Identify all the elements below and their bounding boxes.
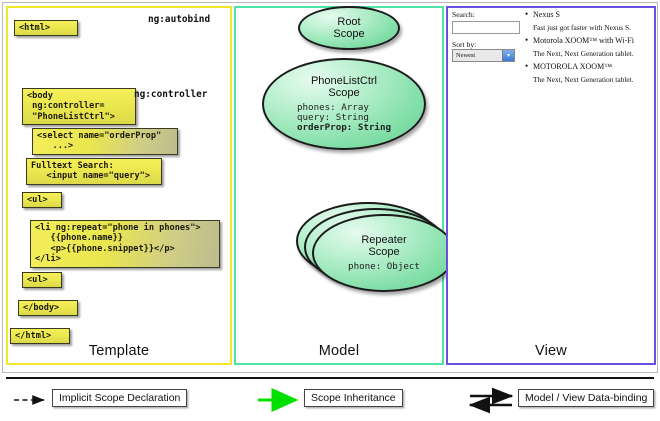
scope-phonelistctrl: PhoneListCtrl Scope phones: Array query:…	[262, 58, 426, 150]
edge-label-autobind: ng:autobind	[148, 14, 211, 25]
scope-root-title-2: Scope	[333, 28, 365, 40]
scope-ctrl-title-2: Scope	[328, 87, 360, 100]
phone-list: Nexus S Fast just got faster with Nexus …	[524, 9, 648, 88]
code-box-ul-close: <ul>	[22, 272, 62, 289]
phone-name: Nexus S	[524, 9, 648, 19]
phone-name: Motorola XOOM™ with Wi-Fi	[524, 35, 648, 45]
scope-ctrl-prop-orderprop: orderProp: String	[296, 122, 392, 134]
scope-ctrl-title-1: PhoneListCtrl	[310, 74, 378, 87]
code-box-html-close: </html>	[10, 328, 70, 345]
phone-name: MOTOROLA XOOM™	[524, 61, 648, 71]
list-item[interactable]: Motorola XOOM™ with Wi-Fi The Next, Next…	[524, 35, 648, 58]
phone-snippet: The Next, Next Generation tablet.	[533, 49, 634, 58]
code-box-body-close: </body>	[18, 300, 78, 317]
legend-item-scope-inheritance: Scope Inheritance	[304, 389, 403, 407]
list-item[interactable]: Nexus S Fast just got faster with Nexus …	[524, 9, 648, 32]
panel-title-model: Model	[318, 343, 360, 359]
code-box-fulltext-search: Fulltext Search: <input name="query">	[26, 158, 162, 185]
scope-repeater-title-1: Repeater	[361, 233, 407, 246]
sort-by-label: Sort by:	[452, 40, 477, 49]
legend-item-model-view-data-binding: Model / View Data-binding	[518, 389, 655, 407]
code-box-body-open: <body ng:controller= "PhoneListCtrl">	[22, 88, 136, 126]
phone-snippet: The Next, Next Generation tablet.	[533, 75, 634, 84]
panel-title-view: View	[535, 343, 567, 359]
scope-repeater-title-2: Scope	[368, 246, 400, 259]
sort-by-select[interactable]: Newest ▾	[452, 49, 515, 62]
search-label: Search:	[452, 10, 475, 19]
scope-ctrl-prop-phones: phones: Array	[296, 101, 369, 113]
list-item[interactable]: MOTOROLA XOOM™ The Next, Next Generation…	[524, 61, 648, 84]
phone-snippet: Fast just got faster with Nexus S.	[533, 23, 631, 32]
scope-repeater-props: phone: Object	[348, 260, 420, 272]
legend-item-implicit-scope-declaration: Implicit Scope Declaration	[52, 389, 188, 407]
scope-repeater: Repeater Scope phone: Object	[312, 214, 456, 292]
scope-root: Root Scope	[298, 6, 400, 50]
code-box-html-open: <html>	[14, 20, 78, 37]
view-content: Search: Sort by: Newest ▾ Nexus S Fast j…	[452, 9, 648, 130]
chevron-down-icon: ▾	[502, 50, 514, 61]
legend: Implicit Scope Declaration Scope Inherit…	[0, 377, 660, 421]
panel-title-template: Template	[88, 343, 150, 359]
code-box-li-repeat: <li ng:repeat="phone in phones"> {{phone…	[30, 220, 220, 268]
legend-divider	[6, 377, 654, 379]
edge-label-controller: ng:controller	[134, 89, 208, 100]
sort-by-selected-value: Newest	[456, 52, 476, 59]
scope-ctrl-prop-query: query: String	[296, 111, 369, 123]
code-box-select: <select name="orderProp" ...>	[32, 128, 178, 155]
scope-repeater-prop-phone: phone: Object	[348, 260, 420, 272]
code-box-ul-open: <ul>	[22, 192, 62, 209]
scope-root-title-1: Root	[337, 15, 361, 28]
search-input[interactable]	[452, 21, 520, 34]
scope-ctrl-props: phones: Array query: String orderProp: S…	[296, 101, 392, 134]
